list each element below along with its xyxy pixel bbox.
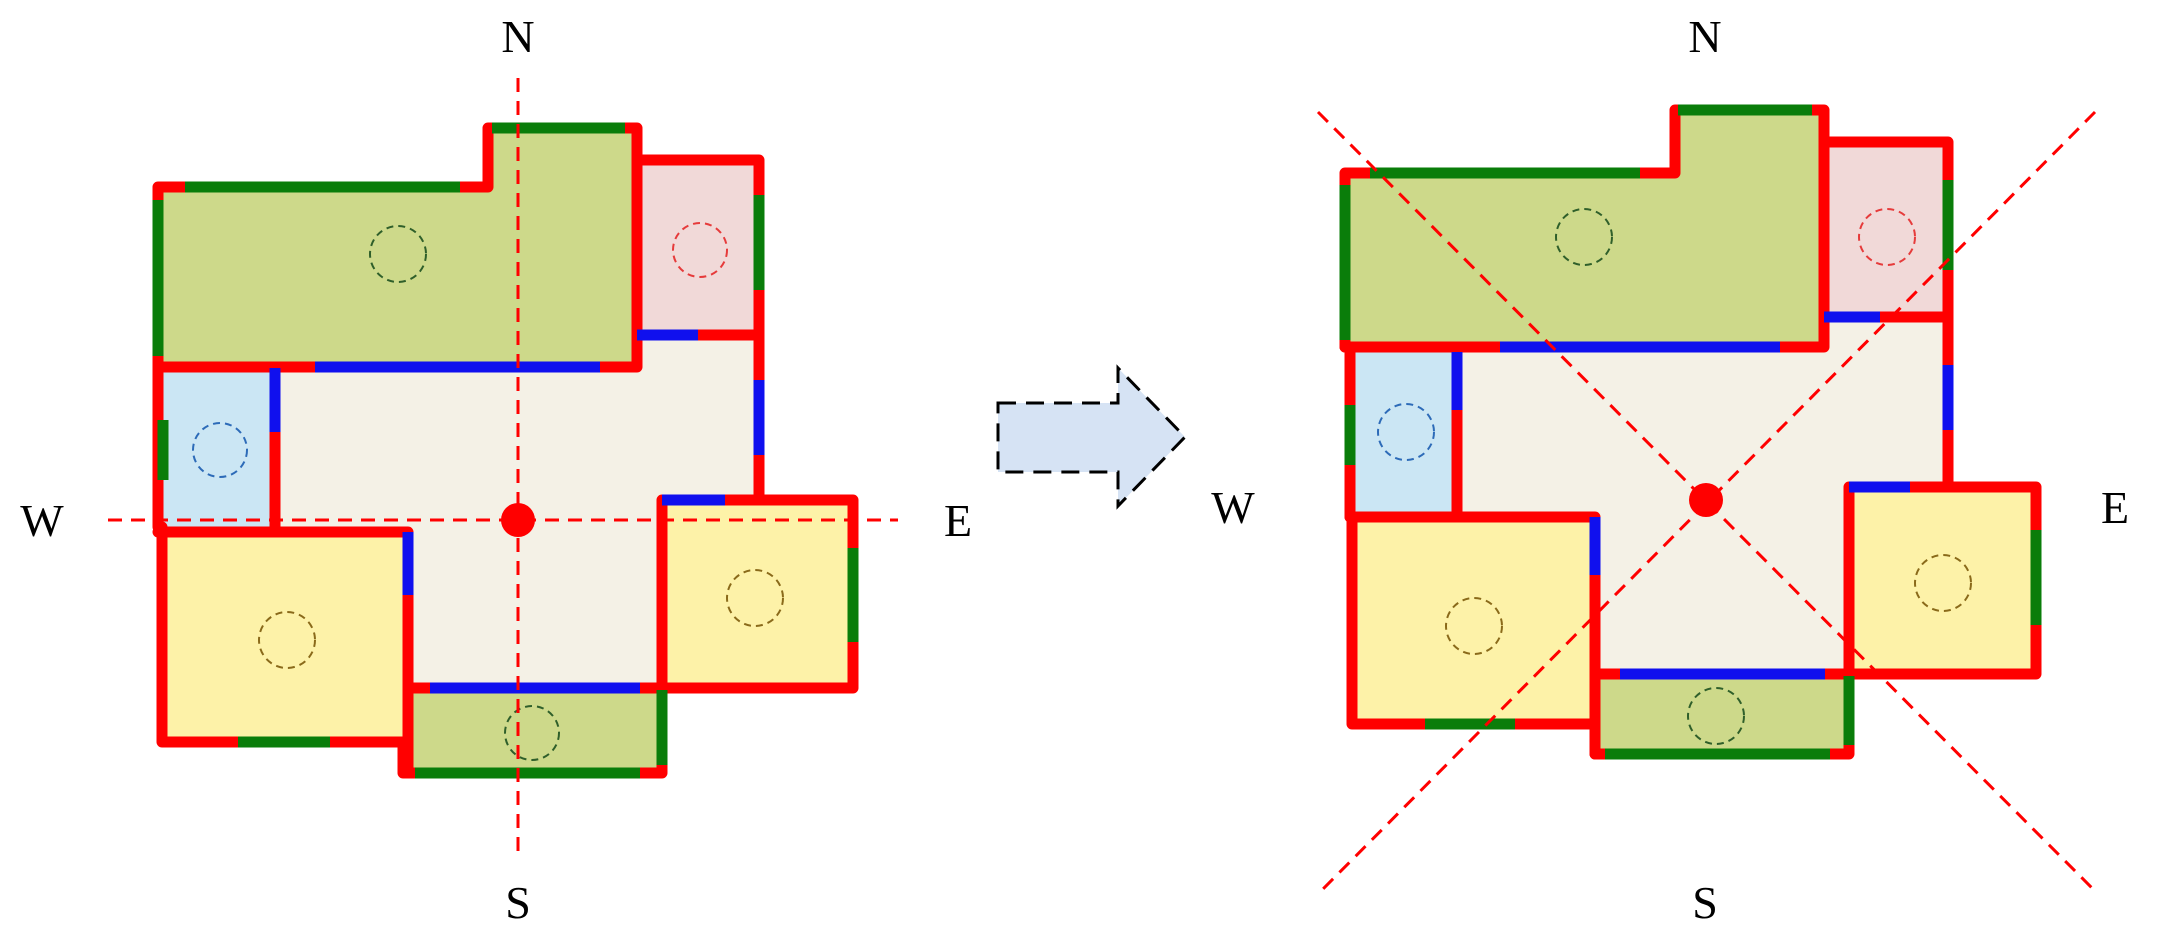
room-living-green <box>158 128 637 367</box>
interior-doors <box>269 329 765 694</box>
interior-doors <box>1451 311 1954 680</box>
center-point <box>501 503 535 537</box>
room-pink <box>1824 142 1948 317</box>
compass-north-label: N <box>501 11 534 62</box>
room-east-yellow <box>662 500 853 688</box>
room-center-marker <box>504 705 560 761</box>
room-living-green <box>1345 110 1824 347</box>
windows <box>1339 104 2042 760</box>
right-floorplan: N S W E <box>1211 11 2129 928</box>
compass-west-label: W <box>20 495 64 546</box>
transform-arrow-icon <box>996 364 1188 510</box>
room-center-marker <box>672 222 728 278</box>
room-southwest-yellow <box>162 532 408 742</box>
room-center-marker <box>369 225 427 283</box>
room-center-marker <box>726 569 784 627</box>
room-center-marker <box>1555 208 1613 266</box>
room-pink <box>637 160 759 335</box>
room-center-marker <box>1445 597 1503 655</box>
center-point <box>1689 483 1723 517</box>
room-center-marker <box>1377 403 1435 461</box>
compass-north-label: N <box>1688 11 1721 62</box>
interior-wall <box>1339 136 1954 760</box>
compass-east-label: E <box>944 495 972 546</box>
compass-south-label: S <box>505 877 531 928</box>
room-southwest-yellow <box>1352 517 1595 724</box>
room-center-marker <box>1687 687 1745 745</box>
compass-south-label: S <box>1692 877 1718 928</box>
compass-west-label: W <box>1211 482 1255 533</box>
room-center-marker <box>1914 554 1972 612</box>
compass-east-label: E <box>2101 482 2129 533</box>
room-center-marker <box>258 611 316 669</box>
room-south-green <box>1595 674 1849 754</box>
room-east-yellow <box>1849 487 2036 674</box>
left-floorplan: N S W E <box>20 11 972 928</box>
room-blue <box>1350 347 1457 517</box>
room-blue <box>158 367 275 527</box>
room-center-marker <box>192 422 248 478</box>
room-center-marker <box>1858 208 1916 266</box>
windows <box>152 122 859 779</box>
